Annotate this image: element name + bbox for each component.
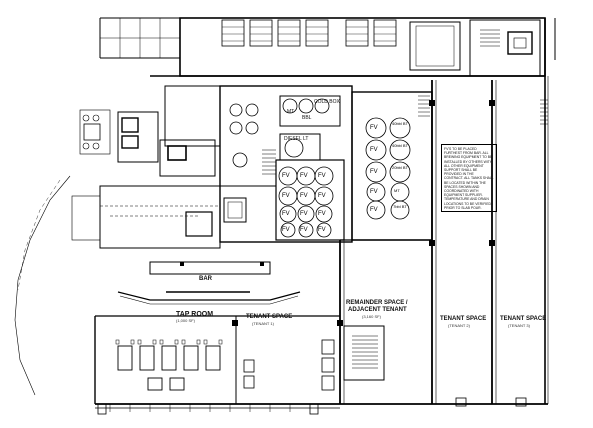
bar-counter [149, 261, 271, 275]
remainder-space-label: REMAINDER SPACE / [346, 300, 408, 306]
north-wall [179, 17, 546, 77]
fv-label: FV [370, 125, 378, 131]
diesel-label: DIESEL LT [284, 136, 309, 142]
fv-label: FV [318, 173, 326, 179]
tenant-space-2-label: TENANT SPACE [440, 316, 487, 322]
brewhouse-room [219, 85, 353, 243]
tap-room-label: TAP ROOM [176, 311, 214, 318]
fv-label: FV [370, 147, 378, 153]
adjacent-tenant-label: ADJACENT TENANT [348, 307, 407, 313]
fv-label: FV [370, 207, 378, 213]
tenant-space-3-label: TENANT SPACE [500, 316, 547, 322]
cold-box-label: COLD BOX [314, 99, 340, 105]
tenant-space-1-label: TENANT SPACE [246, 314, 293, 320]
bt-20-label: 20bbl BT [392, 165, 409, 170]
fv-label: FV [282, 173, 290, 179]
fv-label: FV [282, 193, 290, 199]
bar-label: BAR [199, 276, 212, 282]
fv-label: FV [370, 189, 378, 195]
taproom-tables [117, 345, 221, 391]
fv-label: FV [318, 227, 326, 233]
fv-label: FV [300, 193, 308, 199]
fv-label: FV [300, 173, 308, 179]
tap-room-area: (1,000 SF) [176, 318, 195, 323]
bbl-label: BBL [302, 115, 312, 121]
fermenter-grid [278, 166, 334, 238]
tenant-space-1-sub: (TENANT 1) [252, 321, 274, 326]
bt-40-label: 40bbl BT [392, 121, 409, 126]
fv-label: FV [318, 211, 326, 217]
fv-label: FV [300, 227, 308, 233]
adjacent-tenant-area: (3,160 SF) [362, 314, 381, 319]
fv-label: FV [282, 211, 290, 217]
bt-7-label: 7bbl BT [393, 204, 407, 209]
tenant-space-3-sub: (TENANT 3) [508, 323, 530, 328]
general-note-box: FV'S TO BE PLACED FURTHEST FROM BAR. ALL… [441, 144, 497, 212]
bt-40-label: 40bbl BT [392, 143, 409, 148]
cellar-tanks [365, 117, 411, 220]
general-note-text: FV'S TO BE PLACED FURTHEST FROM BAR. ALL… [444, 147, 494, 210]
fv-label: FV [300, 211, 308, 217]
rooftop-equipment [221, 19, 397, 47]
tenant-space-2-sub: (TENANT 2) [448, 323, 470, 328]
fv-label: FV [318, 193, 326, 199]
fv-label: FV [370, 169, 378, 175]
fv-label: FV [282, 227, 290, 233]
mt-tank-label: MT [394, 188, 400, 193]
cellar-room [351, 91, 433, 241]
mt-label: MT [287, 109, 295, 115]
